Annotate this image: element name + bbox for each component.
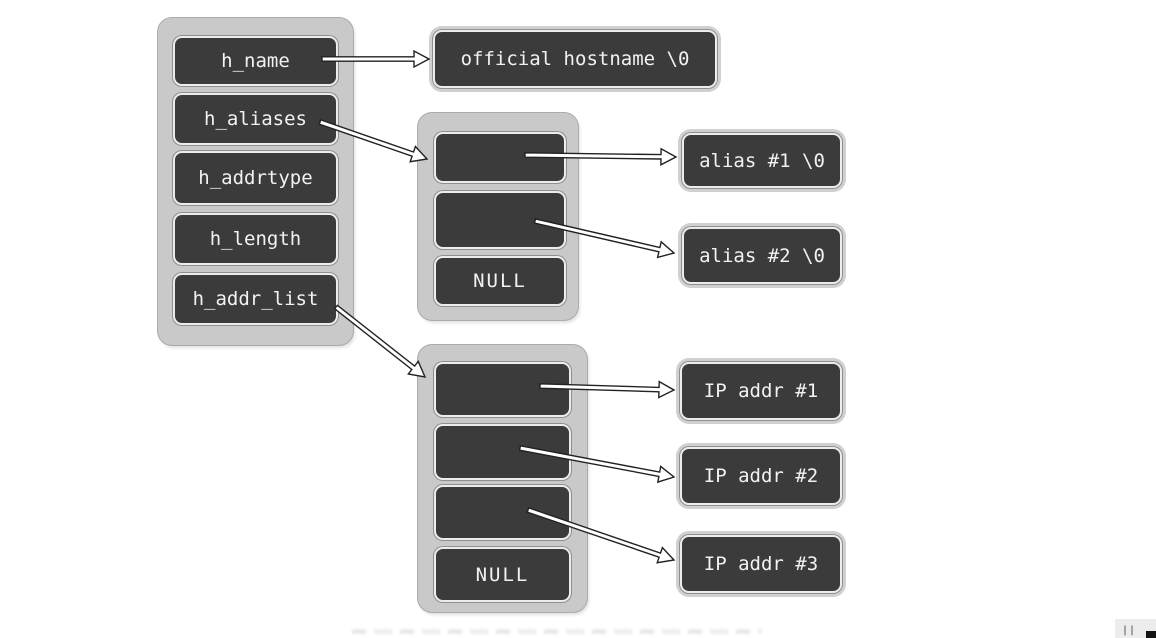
addr-array-cell-3 [434, 485, 571, 540]
official-hostname-box: official hostname \0 [433, 30, 717, 88]
struct-field-h-aliases: h_aliases [173, 93, 338, 145]
ip-addr-3-box: IP addr #3 [680, 535, 842, 593]
struct-field-h-addr-list: h_addr_list [173, 273, 338, 325]
alias-array-null-cell: NULL [434, 256, 566, 306]
addr-array-cell-2 [434, 424, 571, 480]
page-corner-panel: || [1115, 619, 1156, 638]
struct-field-h-addrtype: h_addrtype [173, 151, 338, 205]
alias-2-box: alias #2 \0 [682, 227, 842, 284]
alias-array-cell-1 [434, 132, 566, 183]
addr-array-cell-1 [434, 362, 571, 417]
ip-addr-1-box: IP addr #1 [680, 362, 842, 420]
struct-field-h-name: h_name [173, 36, 338, 86]
alias-array-cell-2 [434, 191, 566, 249]
resize-mark: || [1122, 625, 1137, 636]
ip-addr-2-box: IP addr #2 [680, 447, 842, 505]
corner-square-artifact [1146, 631, 1156, 638]
addr-array-null-cell: NULL [434, 547, 571, 602]
cutoff-caption-artifact [352, 629, 762, 634]
struct-field-h-length: h_length [173, 213, 338, 265]
alias-1-box: alias #1 \0 [682, 133, 842, 188]
